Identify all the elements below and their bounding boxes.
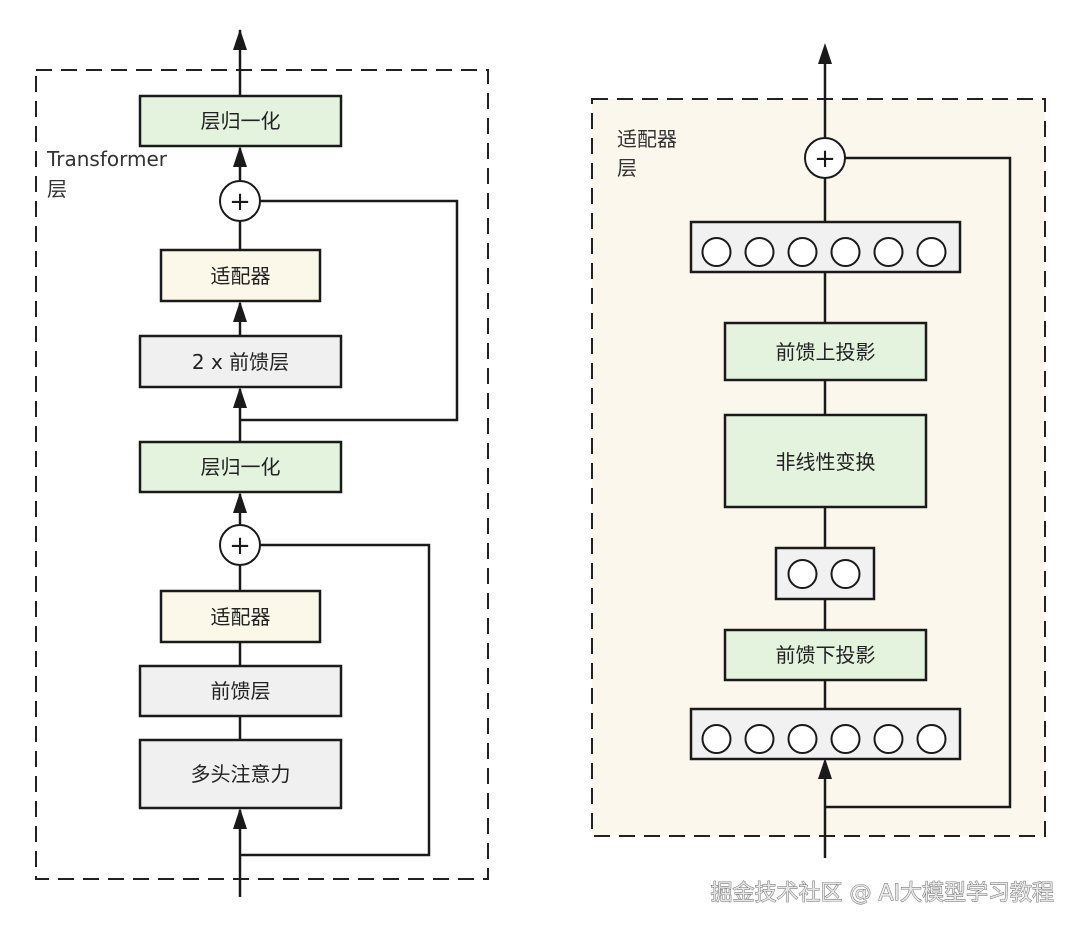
output-vector <box>689 220 962 274</box>
vector-units <box>701 724 947 754</box>
block-label: 前馈上投影 <box>776 340 876 364</box>
neuron-unit <box>744 724 775 754</box>
adapter-connectors <box>823 60 1012 858</box>
block-label: 多头注意力 <box>191 762 291 786</box>
arrowhead-icon <box>233 29 247 50</box>
arrowhead-icon <box>233 808 247 829</box>
block-ffn-2x: 2 x 前馈层 <box>138 334 343 389</box>
transformer-layer-title: Transformer <box>46 147 168 171</box>
plus-icon: + <box>229 187 251 217</box>
neuron-unit <box>830 559 861 589</box>
vector-units <box>787 559 861 589</box>
block-label: 层归一化 <box>201 109 281 133</box>
block-adapter-bottom: 适配器 <box>159 589 322 644</box>
residual-connection <box>825 156 1012 809</box>
adapter-layer-title-2: 层 <box>617 156 637 180</box>
block-label: 前馈下投影 <box>776 643 876 667</box>
neuron-unit <box>787 559 818 589</box>
block-label: 2 x 前馈层 <box>192 350 289 374</box>
add-node-top: + <box>219 180 261 222</box>
block-label: 前馈层 <box>211 679 271 703</box>
block-multi-head-attention: 多头注意力 <box>138 738 343 810</box>
neuron-unit <box>916 724 947 754</box>
neuron-unit <box>873 237 904 267</box>
residual-connection-2 <box>240 199 459 422</box>
block-layer-norm-top: 层归一化 <box>138 94 343 148</box>
block-nonlinearity: 非线性变换 <box>723 413 928 509</box>
residual-connection-1 <box>240 543 431 857</box>
neuron-unit <box>701 237 732 267</box>
neuron-unit <box>787 724 818 754</box>
adapter-arrowheads <box>818 43 832 779</box>
transformer-arrowheads <box>233 29 247 829</box>
watermark: 掘金技术社区 @ AI大模型学习教程 <box>710 881 1054 906</box>
transformer-layer-panel: Transformer 层 <box>35 29 489 897</box>
plus-icon: + <box>814 144 836 174</box>
adapter-layer-panel: 适配器 层 + 前馈上投影 <box>591 43 1046 858</box>
neuron-unit <box>830 724 861 754</box>
neuron-unit <box>830 237 861 267</box>
arrowhead-icon <box>233 146 247 167</box>
neuron-unit <box>744 237 775 267</box>
arrowhead-icon <box>818 43 832 64</box>
input-vector <box>689 707 962 761</box>
block-label: 层归一化 <box>201 455 281 479</box>
block-label: 适配器 <box>211 264 271 288</box>
arrowhead-icon <box>233 492 247 513</box>
arrowhead-icon <box>233 387 247 408</box>
block-label: 适配器 <box>211 605 271 629</box>
arrowhead-icon <box>233 301 247 322</box>
block-layer-norm-mid: 层归一化 <box>138 440 343 494</box>
neuron-unit <box>916 237 947 267</box>
adapter-layer-title: 适配器 <box>617 127 677 151</box>
bottleneck-vector <box>774 546 876 601</box>
plus-icon: + <box>229 531 251 561</box>
vector-units <box>701 237 947 267</box>
block-label: 非线性变换 <box>776 450 876 474</box>
transformer-layer-title-2: 层 <box>47 177 67 201</box>
neuron-unit <box>873 724 904 754</box>
block-up-projection: 前馈上投影 <box>723 321 928 382</box>
block-adapter-top: 适配器 <box>159 248 322 303</box>
neuron-unit <box>787 237 818 267</box>
add-node-bottom: + <box>219 524 261 566</box>
add-node: + <box>804 137 846 179</box>
neuron-unit <box>701 724 732 754</box>
block-down-projection: 前馈下投影 <box>723 628 928 682</box>
arrowhead-icon <box>818 758 832 779</box>
block-ffn: 前馈层 <box>138 664 343 718</box>
